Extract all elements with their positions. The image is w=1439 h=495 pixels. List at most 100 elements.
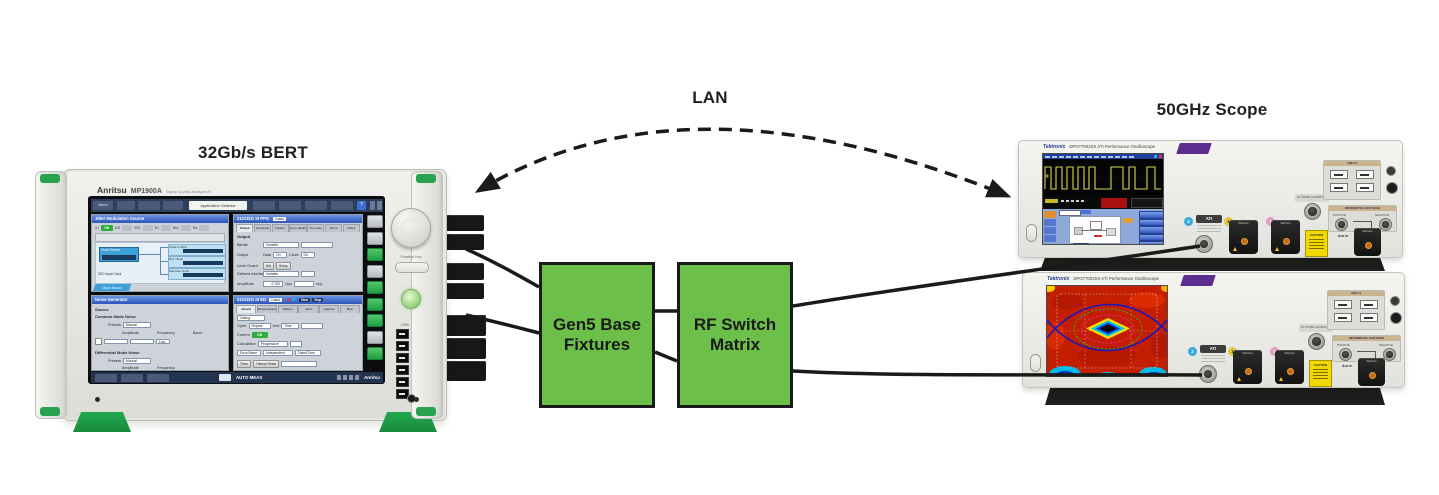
- soft-button-arrow: [366, 330, 383, 344]
- cycle-row: Cycle Repeat Unit Time: [237, 323, 359, 329]
- ed-tabs: Result Measurement Pattern Input Capture…: [236, 305, 360, 313]
- channel1-badge: 1: [1228, 347, 1237, 356]
- soft-button-green: [366, 281, 383, 294]
- tab-misc: Misc: [339, 305, 360, 313]
- bandwidth-badge: [1176, 143, 1212, 154]
- power-button: [401, 289, 421, 309]
- ati-label: ATI: [1200, 345, 1226, 353]
- probe-brand: Tektronix: [1280, 222, 1291, 225]
- gating-row: Gating: [237, 315, 359, 321]
- amplitude-value-field: [104, 338, 128, 345]
- ed-start-button: Start: [298, 298, 311, 302]
- dc-probe-cal-connector: [1308, 333, 1325, 350]
- bert-connector-block: [438, 361, 486, 381]
- dc-probe-cal-label: DC PROBE CALIBRATION: [1299, 324, 1333, 332]
- rf-switch-matrix-box: RF Switch Matrix: [677, 262, 793, 408]
- presets-row-2: Presets Manual: [108, 358, 225, 364]
- current-label: Current: [237, 333, 250, 337]
- aux-probe-module: Tektronix: [1358, 358, 1385, 386]
- tab-output: Output: [236, 224, 254, 232]
- current-row: Current ON: [237, 332, 359, 338]
- output-row: Output Data On Clock On: [237, 252, 359, 258]
- tab-input: Input: [298, 305, 319, 313]
- amplitude-field: 0.762: [263, 281, 283, 287]
- lan-caption: LAN: [692, 88, 728, 107]
- presets-label: Presets: [108, 322, 121, 327]
- diagram-node: [1074, 227, 1083, 235]
- clock-block-diagram: Clock Source SSC Input Clock Clock to PP…: [95, 242, 226, 284]
- taskbar-button: [147, 373, 169, 382]
- usb-ports: [1324, 166, 1380, 196]
- duration-field: [301, 323, 324, 329]
- dc-probe-cal-connector: [1304, 203, 1321, 220]
- usb-cluster-header: USB 2.0: [1324, 161, 1380, 166]
- ati-spec-text: [1201, 355, 1225, 364]
- soft-button-column: [366, 215, 383, 371]
- positive-connector: [1339, 348, 1352, 361]
- usb-port: [1356, 183, 1374, 192]
- probe-connector-dot: [1287, 368, 1294, 375]
- history-reset-button: History Reset: [253, 360, 280, 368]
- edge-glyph: [1353, 221, 1372, 228]
- dialog-chip: [1081, 210, 1091, 214]
- top-scope-feet: [1040, 257, 1385, 271]
- usb-port-cluster: [396, 353, 422, 399]
- status-tag: [1045, 199, 1058, 203]
- toggle-label: SSC: [134, 226, 141, 230]
- function-key-label: Function Key: [400, 255, 422, 259]
- function-key-button: [395, 262, 429, 273]
- scope-screen-waveform: [1042, 153, 1164, 245]
- taskbar-button: [95, 373, 117, 382]
- positive-label: POSITIVE: [1337, 343, 1350, 347]
- probe-connector-dot: [1369, 372, 1376, 379]
- caution-lines: [1309, 239, 1324, 251]
- clock-to-ppg-label: Clock to PPG: [169, 245, 188, 249]
- scope-power-button: [1026, 224, 1037, 242]
- caution-sticker: CAUTION: [1305, 230, 1328, 257]
- presets-label: Presets: [108, 358, 121, 363]
- noise-checkbox: [95, 338, 102, 345]
- soft-button-green: [366, 248, 383, 261]
- taskbar-tray-icons: [337, 375, 359, 380]
- usb-label: USB: [401, 323, 409, 327]
- menu-dot: [1154, 155, 1157, 158]
- toolbar-button: [377, 201, 382, 210]
- ati-label: ATI: [1196, 215, 1222, 223]
- ppg-panel-title: 21G/32G SI PPG Data1: [234, 215, 362, 223]
- toolbar-button: [163, 201, 183, 210]
- diff-fast-edge-header: DIFFERENTIAL FAST EDGE: [1329, 206, 1396, 211]
- toggle-label: Ext: [192, 226, 198, 230]
- auto-search-button: [305, 201, 327, 210]
- dialog-button: [1139, 233, 1163, 241]
- tab-misc1: Misc1: [324, 224, 343, 232]
- clock-label: Clock: [289, 252, 299, 257]
- soft-button: [366, 215, 383, 228]
- amplitude-row: Amplitude 0.762 Vpp Vpp: [237, 281, 359, 287]
- diagram-line: [139, 254, 161, 255]
- usb-cluster-panel: USB 2.0: [1327, 290, 1385, 330]
- unit-label: Unit: [272, 323, 280, 328]
- presets-select: Manual: [122, 358, 151, 364]
- status-readout-block: [1131, 198, 1163, 208]
- probe-brand: Tektronix: [1362, 230, 1373, 233]
- toggle-knob: [180, 225, 191, 231]
- switch-label-line2: Matrix: [709, 335, 761, 354]
- negative-connector: [1379, 218, 1392, 231]
- unit-select: Time: [281, 323, 300, 329]
- tab-misc2: Misc2: [342, 224, 360, 232]
- handle-cap: [40, 407, 60, 416]
- scope-power-button: [1030, 354, 1041, 372]
- wire-fixtures-to-switch-2: [654, 350, 678, 363]
- clock-source-value: [102, 255, 136, 260]
- scope-header: Tektronix DPO77002SX ATI Performance Osc…: [1043, 144, 1155, 150]
- jitter-toggle-row: SJ ON SJ2 SSC RJ BUJ Ext: [95, 225, 225, 231]
- waveform-plot: [1043, 159, 1163, 197]
- diagram-line: [160, 261, 168, 262]
- probe-warning-icon: [1233, 247, 1237, 251]
- dialog-button: [1139, 241, 1163, 244]
- usb-port: [1334, 313, 1352, 322]
- menu-dot: [1159, 155, 1162, 158]
- positive-connector: [1335, 218, 1348, 231]
- scope-menubar: [1043, 154, 1163, 159]
